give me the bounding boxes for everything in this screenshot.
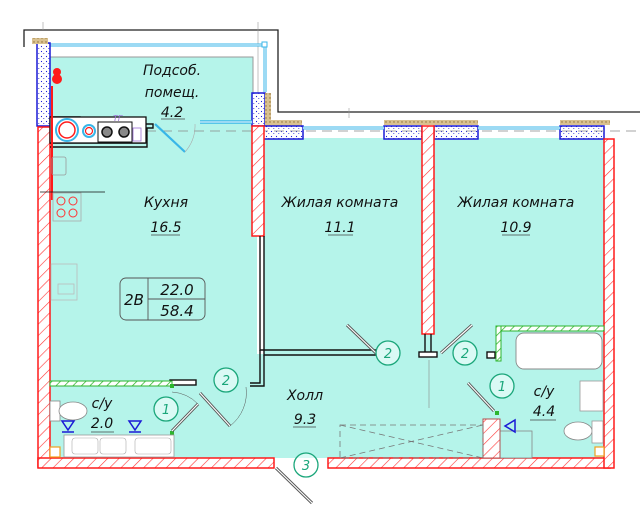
interior-walls (251, 125, 435, 335)
doors (170, 323, 496, 505)
column-left (36, 42, 51, 127)
washbasin-icon (579, 380, 604, 412)
kitchen-fixtures (40, 156, 105, 301)
toilet-icon (58, 401, 88, 421)
svg-text:2: 2 (384, 347, 392, 362)
svg-text:3: 3 (302, 459, 310, 474)
svg-text:2: 2 (461, 347, 469, 362)
living1-area: 11.1 (324, 220, 355, 236)
facade-windows (50, 120, 640, 132)
door-tag: 3 (293, 452, 319, 478)
living2-name: Жилая комната (457, 195, 575, 211)
utility-door (154, 123, 196, 153)
door-tag: 1 (489, 373, 515, 399)
svg-text:2: 2 (222, 374, 230, 389)
bath1-name: с/у (92, 396, 113, 412)
riser-shaft: ТГ (49, 114, 154, 148)
utility-name: Подсоб. (143, 63, 201, 79)
column-mid (251, 92, 266, 127)
hall-name: Холл (286, 388, 323, 404)
bath1-area: 2.0 (91, 416, 113, 432)
apartment-badge: 2В 22.0 58.4 (119, 277, 206, 321)
living-area: 22.0 (160, 281, 193, 299)
living2-area: 10.9 (500, 220, 531, 236)
hall-wardrobe (339, 424, 484, 459)
vent-marker-icon (503, 418, 516, 434)
kitchen-floor (50, 127, 257, 383)
utility-name-2: помещ. (145, 85, 200, 101)
exterior-walls (37, 126, 615, 469)
bathtub-icon (515, 332, 603, 370)
door-tag: 2 (452, 340, 478, 366)
bath2-area: 4.4 (533, 404, 555, 420)
living2-floor (434, 138, 604, 330)
door-tag: 2 (213, 367, 239, 393)
apartment-type: 2В (124, 291, 144, 309)
bath2-fixtures (482, 332, 605, 459)
room-labels: Подсоб. помещ. 4.2 Кухня 16.5 Жилая комн… (91, 63, 575, 433)
hall-area: 9.3 (294, 412, 316, 428)
bathroom-partitions (49, 325, 605, 435)
bath1-fixtures (49, 400, 175, 458)
kitchen-name: Кухня (144, 195, 188, 211)
living1-floor (264, 138, 424, 354)
kitchen-area: 16.5 (150, 220, 181, 236)
utility-glazing (48, 41, 268, 92)
living1-name: Жилая комната (281, 195, 399, 211)
svg-text:1: 1 (162, 403, 170, 418)
utility-floor (50, 57, 253, 127)
toilet-icon (563, 421, 593, 441)
riser-label: ТГ (113, 114, 123, 123)
sink-icon (51, 156, 67, 176)
door-tags: 1 2 2 2 1 3 (153, 340, 515, 478)
door-tag: 2 (375, 340, 401, 366)
vent-marker-icon (60, 420, 76, 432)
vent-marker-icon (127, 420, 143, 432)
bath2-name: с/у (534, 384, 555, 400)
gas-valve-icon (51, 68, 62, 200)
utility-area: 4.2 (161, 105, 183, 121)
stove-icon (52, 192, 82, 222)
boiler-icon (499, 430, 533, 459)
svg-text:1: 1 (498, 380, 506, 395)
washer-icon (50, 263, 78, 301)
door-tag: 1 (153, 396, 179, 422)
total-area: 58.4 (160, 302, 193, 320)
partitions (169, 236, 496, 387)
